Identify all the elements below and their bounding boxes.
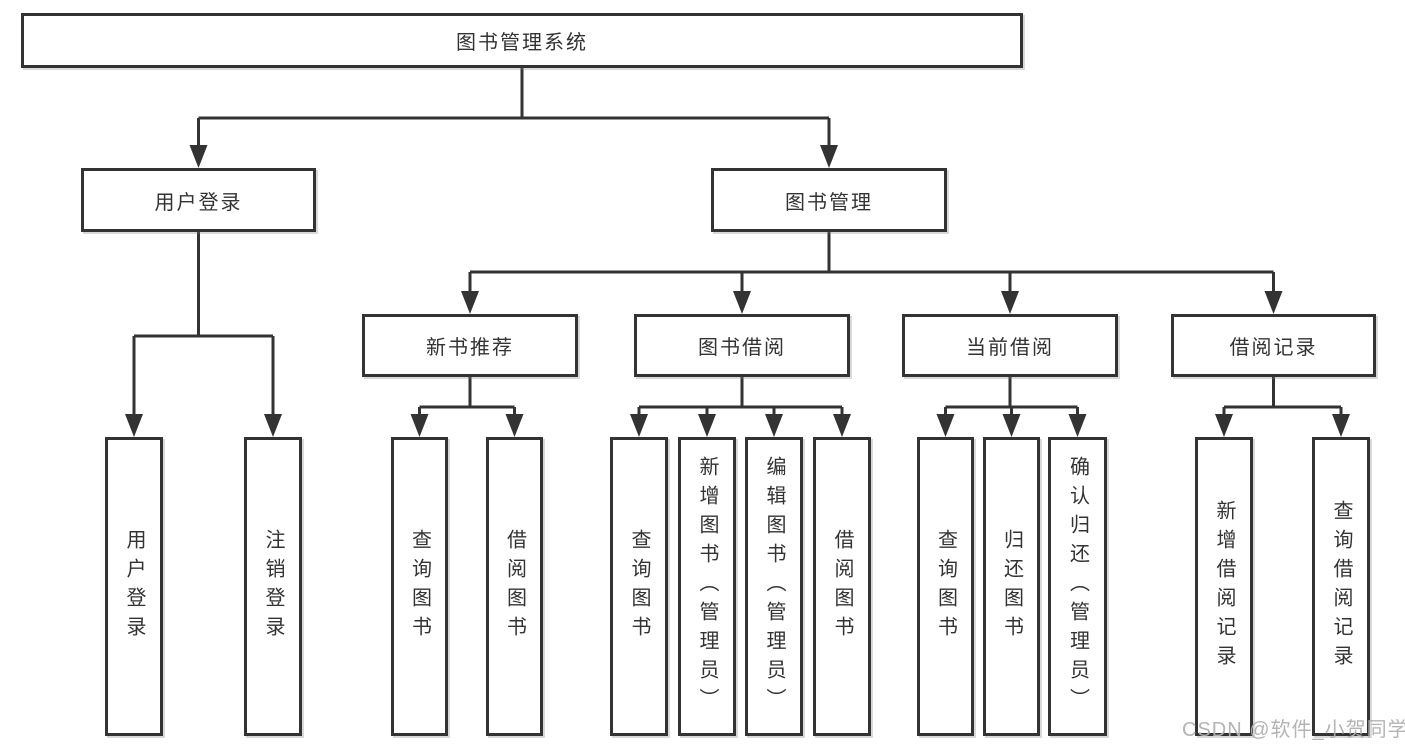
leaf-confirm-return-admin: 确认归还（管理员） bbox=[1048, 437, 1107, 736]
node-label: 用户登录 bbox=[154, 191, 243, 214]
connector-arrowheads bbox=[125, 145, 1350, 437]
leaf-return-books: 归还图书 bbox=[983, 437, 1040, 736]
leaf-user-login: 用户登录 bbox=[105, 437, 163, 736]
node-label: 图书管理 bbox=[785, 191, 873, 214]
node-new-book-recommend: 新书推荐 bbox=[362, 314, 578, 377]
node-label: 借阅记录 bbox=[1229, 337, 1318, 359]
node-label: 新书推荐 bbox=[426, 337, 514, 359]
leaf-label: 确认归还（管理员） bbox=[1066, 456, 1089, 717]
node-borrowing-records: 借阅记录 bbox=[1171, 314, 1376, 377]
leaf-label: 查询图书 bbox=[628, 528, 650, 645]
leaf-edit-books-admin: 编辑图书（管理员） bbox=[745, 437, 803, 736]
leaf-query-books-borrowing: 查询图书 bbox=[610, 437, 668, 736]
node-label: 当前借阅 bbox=[966, 337, 1054, 359]
leaf-query-books-current: 查询图书 bbox=[917, 437, 974, 736]
leaf-label: 归还图书 bbox=[1000, 528, 1023, 645]
leaf-query-books-recommend: 查询图书 bbox=[391, 437, 448, 736]
node-root: 图书管理系统 bbox=[21, 13, 1023, 68]
leaf-logout: 注销登录 bbox=[244, 437, 302, 736]
leaf-label: 编辑图书（管理员） bbox=[763, 456, 785, 717]
leaf-label: 借阅图书 bbox=[503, 528, 526, 645]
leaf-query-borrow-record: 查询借阅记录 bbox=[1312, 437, 1370, 736]
watermark-text: CSDN @软件_小贺同学 bbox=[1182, 719, 1405, 741]
leaf-add-borrow-record: 新增借阅记录 bbox=[1195, 437, 1253, 736]
leaf-label: 查询图书 bbox=[934, 528, 957, 645]
leaf-label: 查询图书 bbox=[408, 528, 431, 645]
node-book-borrowing: 图书借阅 bbox=[634, 314, 850, 377]
leaf-add-books-admin: 新增图书（管理员） bbox=[678, 437, 736, 736]
node-book-management: 图书管理 bbox=[711, 168, 947, 232]
leaf-label: 借阅图书 bbox=[831, 528, 853, 645]
leaf-label: 新增图书（管理员） bbox=[696, 456, 718, 717]
leaf-label: 注销登录 bbox=[262, 528, 284, 645]
connector-edges bbox=[132, 68, 1343, 416]
leaf-borrow-books-borrowing: 借阅图书 bbox=[813, 437, 871, 736]
node-label: 图书管理系统 bbox=[456, 32, 588, 54]
leaf-label: 用户登录 bbox=[123, 528, 145, 645]
leaf-label: 查询借阅记录 bbox=[1330, 499, 1352, 674]
node-user-login: 用户登录 bbox=[81, 168, 316, 232]
leaf-borrow-books-recommend: 借阅图书 bbox=[486, 437, 543, 736]
leaf-label: 新增借阅记录 bbox=[1213, 499, 1235, 674]
node-label: 图书借阅 bbox=[698, 337, 786, 359]
node-current-borrowing: 当前借阅 bbox=[902, 314, 1118, 377]
